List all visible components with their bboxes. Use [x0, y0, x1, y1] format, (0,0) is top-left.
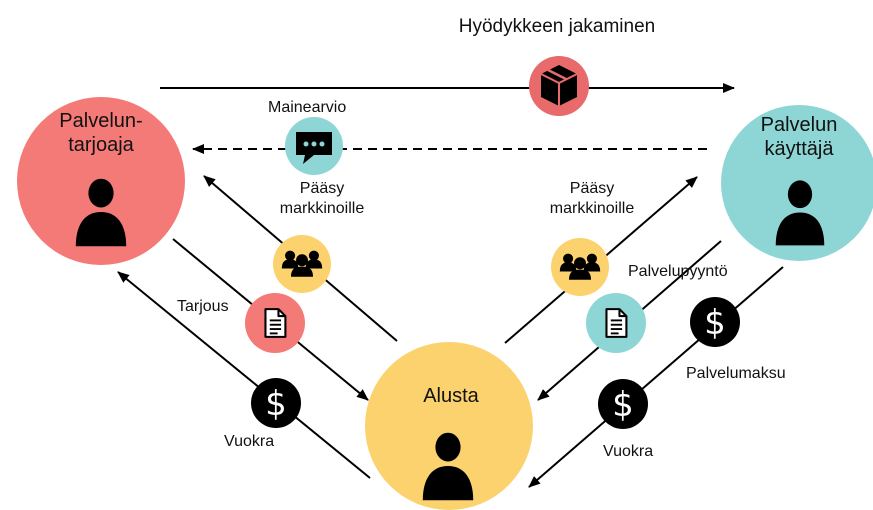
market-access-label-left-2: markkinoille [280, 200, 365, 217]
market-access-label-left: Pääsy [300, 180, 344, 197]
market-access-label-right-2: markkinoille [550, 200, 635, 217]
document-icon [245, 293, 305, 353]
platform-label: Alusta [423, 385, 479, 407]
document-icon [586, 293, 646, 353]
dollar-icon: $ [251, 378, 301, 428]
user-node: Palvelun käyttäjä [721, 105, 873, 261]
platform-circle [365, 342, 533, 510]
rent-label-right: Vuokra [603, 443, 653, 460]
user-label-line2: käyttäjä [765, 138, 835, 160]
dollar-icon: $ [598, 379, 648, 429]
reputation-label: Mainearvio [268, 99, 346, 116]
svg-text:$: $ [265, 384, 287, 424]
dollar-icon: $ [690, 297, 740, 347]
group-icon [551, 238, 609, 296]
user-label-line1: Palvelun [761, 114, 838, 136]
provider-node: Palvelun- tarjoaja [17, 97, 185, 265]
diagram-title: Hyödykkeen jakaminen [459, 16, 655, 37]
chat-icon [285, 117, 343, 175]
svg-text:$: $ [612, 385, 634, 425]
market-access-label-right: Pääsy [570, 180, 614, 197]
platform-node: Alusta [365, 342, 533, 510]
box-icon [529, 56, 589, 116]
provider-label-line2: tarjoaja [68, 134, 134, 156]
rent-label-left: Vuokra [224, 433, 274, 450]
offer-label: Tarjous [177, 298, 229, 315]
service-request-label: Palvelupyyntö [628, 263, 728, 280]
svg-text:$: $ [704, 303, 726, 343]
rent-arrow-left [117, 271, 371, 479]
rent-arrow-right [528, 266, 784, 488]
service-fee-label: Palvelumaksu [686, 365, 786, 382]
provider-label-line1: Palvelun- [59, 110, 142, 132]
group-icon [273, 235, 331, 293]
